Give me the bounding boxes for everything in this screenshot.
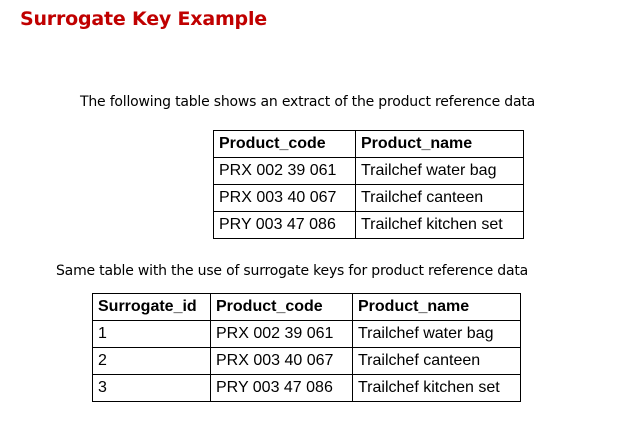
cell-product-name: Trailchef water bag [352,320,521,348]
surrogate-key-table: Surrogate_id Product_code Product_name 1… [92,293,521,402]
cell-surrogate-id: 2 [92,347,211,375]
table1-caption: The following table shows an extract of … [80,94,536,110]
cell-product-code: PRY 003 47 086 [213,211,356,239]
table-row: 2 PRX 003 40 067 Trailchef canteen [92,347,521,375]
table-row: PRX 002 39 061 Trailchef water bag [213,157,524,185]
cell-product-name: Trailchef kitchen set [352,374,521,402]
column-header-product-name: Product_name [355,130,524,158]
cell-surrogate-id: 3 [92,374,211,402]
column-header-surrogate-id: Surrogate_id [92,293,211,321]
cell-product-code: PRY 003 47 086 [210,374,353,402]
cell-product-code: PRX 002 39 061 [210,320,353,348]
cell-product-name: Trailchef kitchen set [355,211,524,239]
column-header-product-code: Product_code [210,293,353,321]
table-row: PRY 003 47 086 Trailchef kitchen set [213,211,524,239]
column-header-product-code: Product_code [213,130,356,158]
cell-product-name: Trailchef canteen [355,184,524,212]
column-header-product-name: Product_name [352,293,521,321]
cell-product-name: Trailchef canteen [352,347,521,375]
cell-product-code: PRX 003 40 067 [213,184,356,212]
cell-product-code: PRX 002 39 061 [213,157,356,185]
table-row: PRX 003 40 067 Trailchef canteen [213,184,524,212]
cell-product-name: Trailchef water bag [355,157,524,185]
page-title: Surrogate Key Example [20,8,267,30]
table2-caption: Same table with the use of surrogate key… [56,263,529,279]
table-header-row: Product_code Product_name [213,130,524,158]
cell-surrogate-id: 1 [92,320,211,348]
table-row: 1 PRX 002 39 061 Trailchef water bag [92,320,521,348]
table-row: 3 PRY 003 47 086 Trailchef kitchen set [92,374,521,402]
cell-product-code: PRX 003 40 067 [210,347,353,375]
table-header-row: Surrogate_id Product_code Product_name [92,293,521,321]
product-reference-table: Product_code Product_name PRX 002 39 061… [213,130,524,239]
